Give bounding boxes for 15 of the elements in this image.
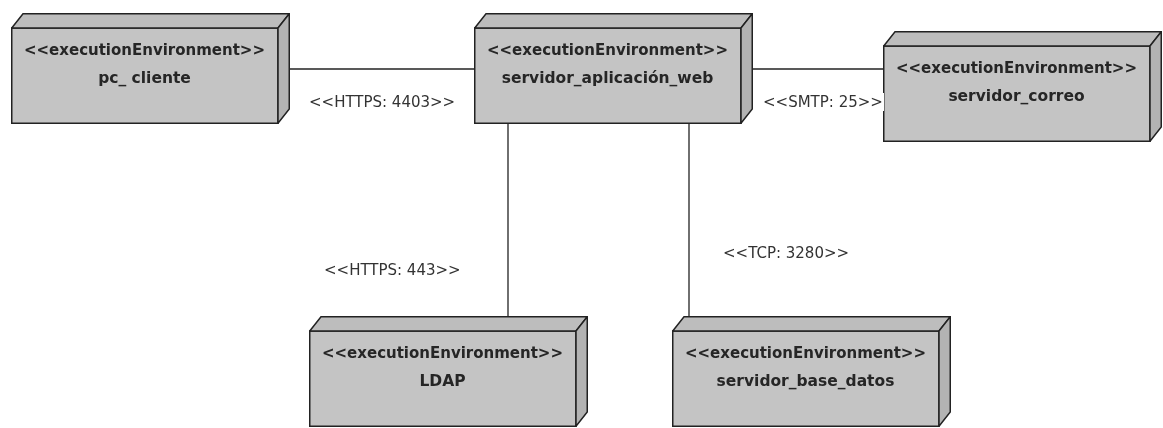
node-name: LDAP (418, 372, 467, 391)
connector-line (507, 123, 509, 317)
stereotype-label: <<executionEnvironment>> (683, 344, 927, 363)
stereotype-label: <<executionEnvironment>> (320, 344, 564, 363)
node-name: servidor_correo (947, 87, 1086, 106)
stereotype-label: <<executionEnvironment>> (485, 41, 729, 60)
edge-label: <<SMTP: 25>> (762, 93, 884, 111)
node-name: servidor_base_datos (715, 372, 896, 391)
node-name: pc_ cliente (97, 69, 192, 88)
node-name: servidor_aplicación_web (500, 69, 715, 88)
stereotype-label: <<executionEnvironment>> (22, 41, 266, 60)
connector-line (289, 68, 475, 70)
connector-line (752, 68, 884, 70)
stereotype-label: <<executionEnvironment>> (894, 59, 1138, 78)
connector-line (688, 123, 690, 317)
